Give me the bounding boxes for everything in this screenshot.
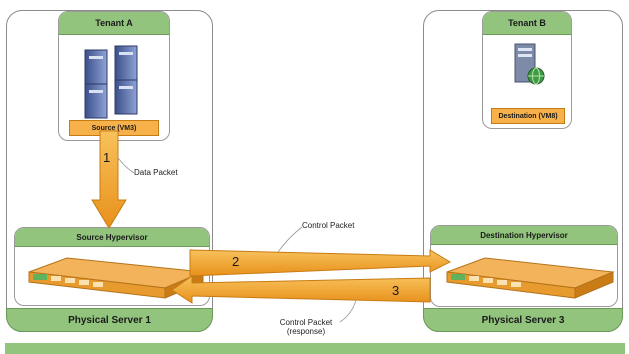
data-packet-label: Data Packet [134, 168, 178, 177]
step-3-number: 3 [392, 283, 399, 298]
step-1-number: 1 [103, 150, 110, 165]
data-packet-callout [118, 158, 134, 173]
control-packet-arrow [190, 250, 450, 276]
step-2-number: 2 [232, 254, 239, 269]
data-packet-arrow [92, 131, 126, 228]
control-packet-label: Control Packet [302, 221, 354, 230]
control-response-line1: Control Packet [268, 318, 344, 327]
control-response-line2: (response) [268, 327, 344, 336]
control-response-label: Control Packet (response) [268, 318, 344, 336]
network-strip [5, 343, 625, 354]
control-packet-callout [278, 227, 302, 252]
